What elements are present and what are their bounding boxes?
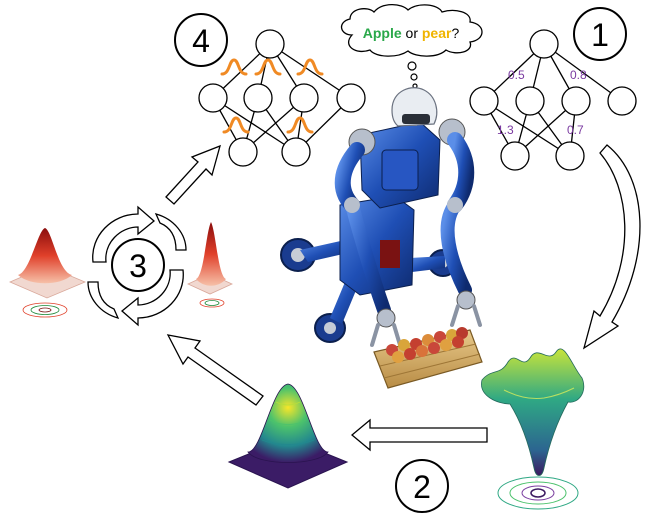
or-label: or xyxy=(402,25,422,41)
gaussian-curve-icon xyxy=(296,58,324,76)
step-4-circle xyxy=(174,13,228,67)
step-1-group: 1 xyxy=(573,7,627,61)
step-3-circle xyxy=(111,238,165,292)
thought-bubble: Apple or pear? xyxy=(340,3,483,89)
step-1-number: 1 xyxy=(591,17,609,53)
nn4-output-node xyxy=(281,137,311,167)
apple-label: Apple xyxy=(363,25,402,41)
gaussian-approximation-surface xyxy=(227,383,349,489)
step-1-circle xyxy=(573,7,627,61)
step-2-group: 2 xyxy=(395,459,449,513)
nn4-hidden-node xyxy=(289,83,319,113)
nn1-output-node xyxy=(500,141,530,171)
nn4-hidden-node xyxy=(243,83,273,113)
nn1-hidden-node xyxy=(469,86,499,116)
nn1-hidden-node xyxy=(561,86,591,116)
weight-label: 0.5 xyxy=(508,68,525,82)
step-2-number: 2 xyxy=(413,469,431,505)
deterministic-network-1 xyxy=(469,29,637,171)
thought-text: Apple or pear? xyxy=(363,25,460,41)
loss-landscape-surface xyxy=(481,348,585,510)
step-3-number: 3 xyxy=(129,248,147,284)
step-3-cycle xyxy=(87,205,187,327)
nn1-hidden-node xyxy=(515,86,545,116)
apple-crate xyxy=(373,327,483,389)
arrow-landscape-to-gaussian xyxy=(350,418,488,452)
cycle-arrow-icon xyxy=(120,269,184,327)
weight-label: 1.3 xyxy=(497,123,514,137)
gaussian-curve-icon xyxy=(220,58,248,76)
gaussian-curve-icon xyxy=(222,116,250,134)
posterior-peak-right xyxy=(187,222,233,308)
robot-illustration xyxy=(280,87,483,389)
nn4-hidden-node xyxy=(336,83,366,113)
question-mark: ? xyxy=(451,25,459,41)
arrow-gaussian-to-step3 xyxy=(166,334,264,406)
gaussian-curve-icon xyxy=(254,58,282,76)
weight-distribution-curves xyxy=(220,58,324,134)
nn4-input-node xyxy=(255,29,285,59)
nn1-hidden-node xyxy=(607,86,637,116)
step-3-group: 3 xyxy=(111,238,165,292)
nn4-output-node xyxy=(228,137,258,167)
step-4-group: 4 xyxy=(174,13,228,67)
arrow-1-to-landscape xyxy=(582,144,641,350)
weight-labels: 0.5 0.8 1.3 0.7 xyxy=(497,68,587,137)
gaussian-curve-icon xyxy=(286,116,314,134)
nn1-input-node xyxy=(529,29,559,59)
cycle-arrow-icon xyxy=(92,205,156,263)
bayesian-network-4 xyxy=(198,29,366,167)
step-4-number: 4 xyxy=(192,23,210,59)
weight-label: 0.8 xyxy=(570,68,587,82)
nn4-hidden-node xyxy=(198,83,228,113)
posterior-peak-left xyxy=(8,228,87,318)
step-2-circle xyxy=(395,459,449,513)
pear-label: pear xyxy=(422,25,452,41)
arrow-step3-to-step4 xyxy=(165,144,221,205)
weight-label: 0.7 xyxy=(567,123,584,137)
nn1-output-node xyxy=(555,141,585,171)
